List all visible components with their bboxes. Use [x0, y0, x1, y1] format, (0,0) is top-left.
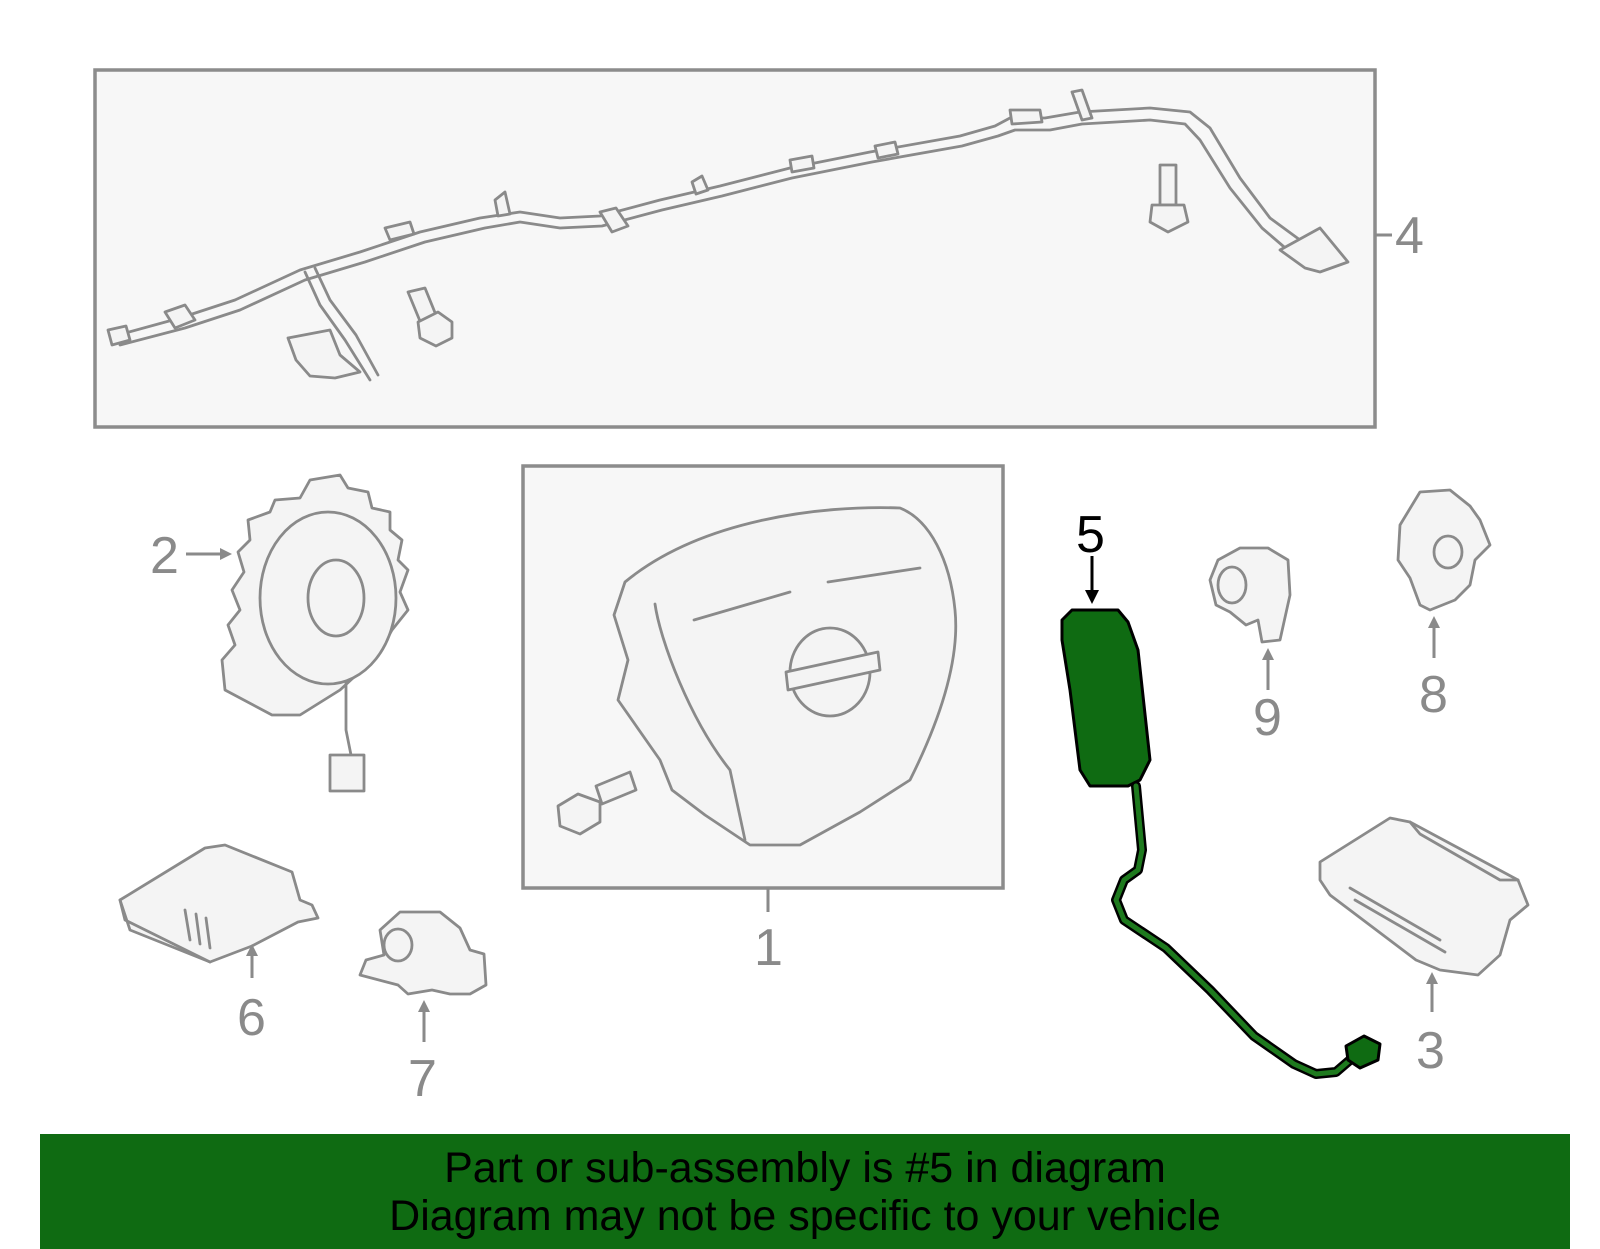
- knee-airbag-wire-outline: [1111, 781, 1355, 1079]
- harness-wire: [116, 106, 1322, 337]
- arrow-icon: [418, 1000, 430, 1012]
- bolt-icon: [406, 286, 454, 348]
- harness-bracket: [286, 328, 362, 380]
- callout-1[interactable]: 1: [754, 919, 783, 977]
- control-module-body: [118, 843, 320, 964]
- callout-2[interactable]: 2: [150, 527, 179, 585]
- harness-clip: [493, 190, 512, 218]
- callout-7[interactable]: 7: [408, 1050, 437, 1108]
- harness-clip: [690, 174, 710, 196]
- callout-6[interactable]: 6: [237, 989, 266, 1047]
- knee-airbag-module: [1060, 608, 1152, 788]
- arrow-icon: [1426, 972, 1438, 984]
- callout-4[interactable]: 4: [1395, 207, 1424, 265]
- harness-clip: [1008, 108, 1044, 126]
- airbag-seam: [826, 566, 922, 584]
- part-5-knee-airbag-group[interactable]: 5: [1060, 506, 1382, 1079]
- banner-line-2: Diagram may not be specific to your vehi…: [389, 1192, 1221, 1240]
- arrow-icon: [220, 548, 232, 560]
- part-7-sensor-group[interactable]: 7: [358, 910, 488, 1108]
- info-banner: Part or sub-assembly is #5 in diagram Di…: [40, 1134, 1570, 1249]
- sensor-hole: [1216, 565, 1248, 605]
- sensor-hole: [1432, 534, 1464, 570]
- part-4-harness-group[interactable]: 4: [93, 68, 1424, 429]
- harness-clip: [873, 140, 900, 160]
- harness-branch-edge: [313, 266, 380, 377]
- passenger-airbag-vents: [1348, 886, 1447, 954]
- bolt-icon: [1148, 163, 1190, 234]
- arrow-icon: [1262, 648, 1274, 660]
- part-1-driver-airbag-group[interactable]: 1: [521, 464, 1005, 977]
- harness-clip: [106, 324, 132, 347]
- arrow-icon: [246, 944, 258, 956]
- knee-airbag-wire: [1113, 783, 1353, 1077]
- clock-spring-connector: [328, 753, 366, 793]
- harness-clip: [383, 220, 416, 242]
- airbag-module: [612, 506, 958, 847]
- part-8-sensor-group[interactable]: 8: [1396, 488, 1492, 724]
- arrow-icon: [1085, 590, 1099, 604]
- passenger-airbag-body: [1318, 816, 1530, 977]
- control-module-connector: [183, 908, 212, 950]
- harness-connector: [1278, 226, 1350, 274]
- part-9-sensor-group[interactable]: 9: [1208, 546, 1292, 747]
- control-module-edge: [118, 898, 212, 964]
- bolt-icon: [556, 770, 638, 836]
- harness-clip: [163, 303, 197, 330]
- clock-spring-hole: [306, 558, 366, 638]
- harness-branch: [303, 270, 372, 382]
- knee-airbag-connector: [1344, 1034, 1382, 1070]
- passenger-airbag-ridge: [1408, 820, 1520, 882]
- part-3-passenger-airbag-group[interactable]: 3: [1318, 816, 1530, 1080]
- part-6-control-module-group[interactable]: 6: [118, 843, 320, 1047]
- harness-clip: [598, 206, 630, 234]
- sensor-body: [358, 910, 488, 996]
- arrow-icon: [1428, 616, 1440, 628]
- banner-line-1: Part or sub-assembly is #5 in diagram: [444, 1144, 1166, 1192]
- part-2-clock-spring-group[interactable]: 2: [150, 473, 410, 793]
- sensor-hole: [382, 927, 414, 963]
- callout-3[interactable]: 3: [1416, 1022, 1445, 1080]
- callout-8[interactable]: 8: [1419, 666, 1448, 724]
- clock-spring-wire: [344, 680, 354, 762]
- harness-wire-edge: [118, 118, 1312, 347]
- callout-5[interactable]: 5: [1076, 506, 1105, 564]
- airbag-seam: [692, 590, 792, 622]
- airbag-inner-edge: [653, 602, 747, 842]
- callout-9[interactable]: 9: [1253, 689, 1282, 747]
- harness-clip: [788, 154, 816, 174]
- nissan-logo-icon: [784, 626, 882, 718]
- harness-clip: [1070, 88, 1094, 122]
